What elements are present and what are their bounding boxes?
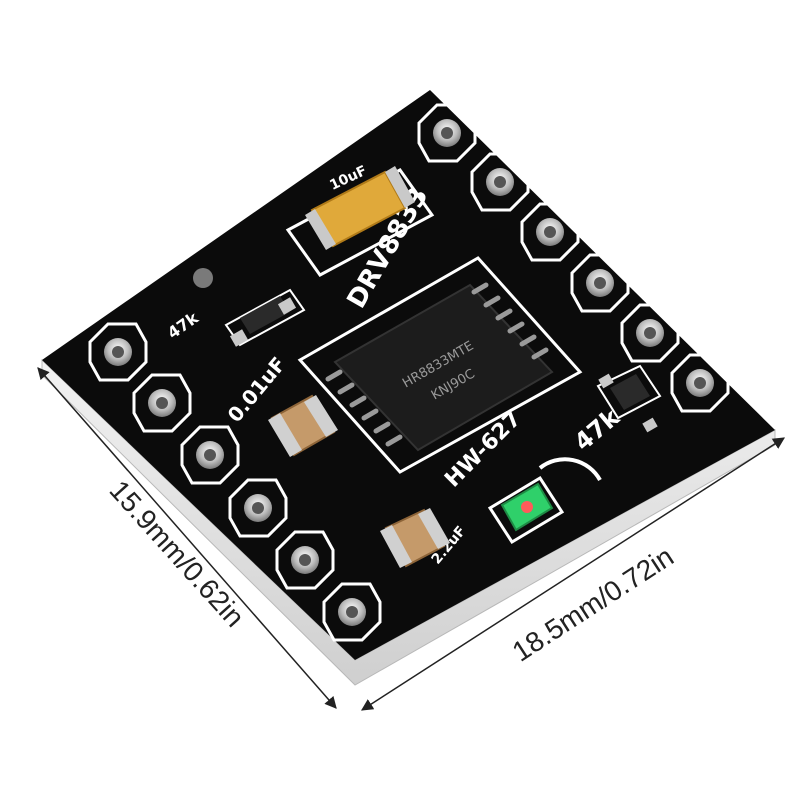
resistor-right [596,364,662,433]
driver-ic: HR8833MTE KNJ90C [297,256,583,474]
mounting-hole [193,268,213,288]
pin-pad [670,353,730,413]
pin-pad [520,202,580,262]
right-header-pins [417,103,730,413]
pin-pad [470,152,530,212]
pin-pad [620,303,680,363]
tantalum-capacitor [285,166,435,277]
pin-pad [417,103,477,163]
pin-pad [570,253,630,313]
resistor-left [224,288,306,347]
